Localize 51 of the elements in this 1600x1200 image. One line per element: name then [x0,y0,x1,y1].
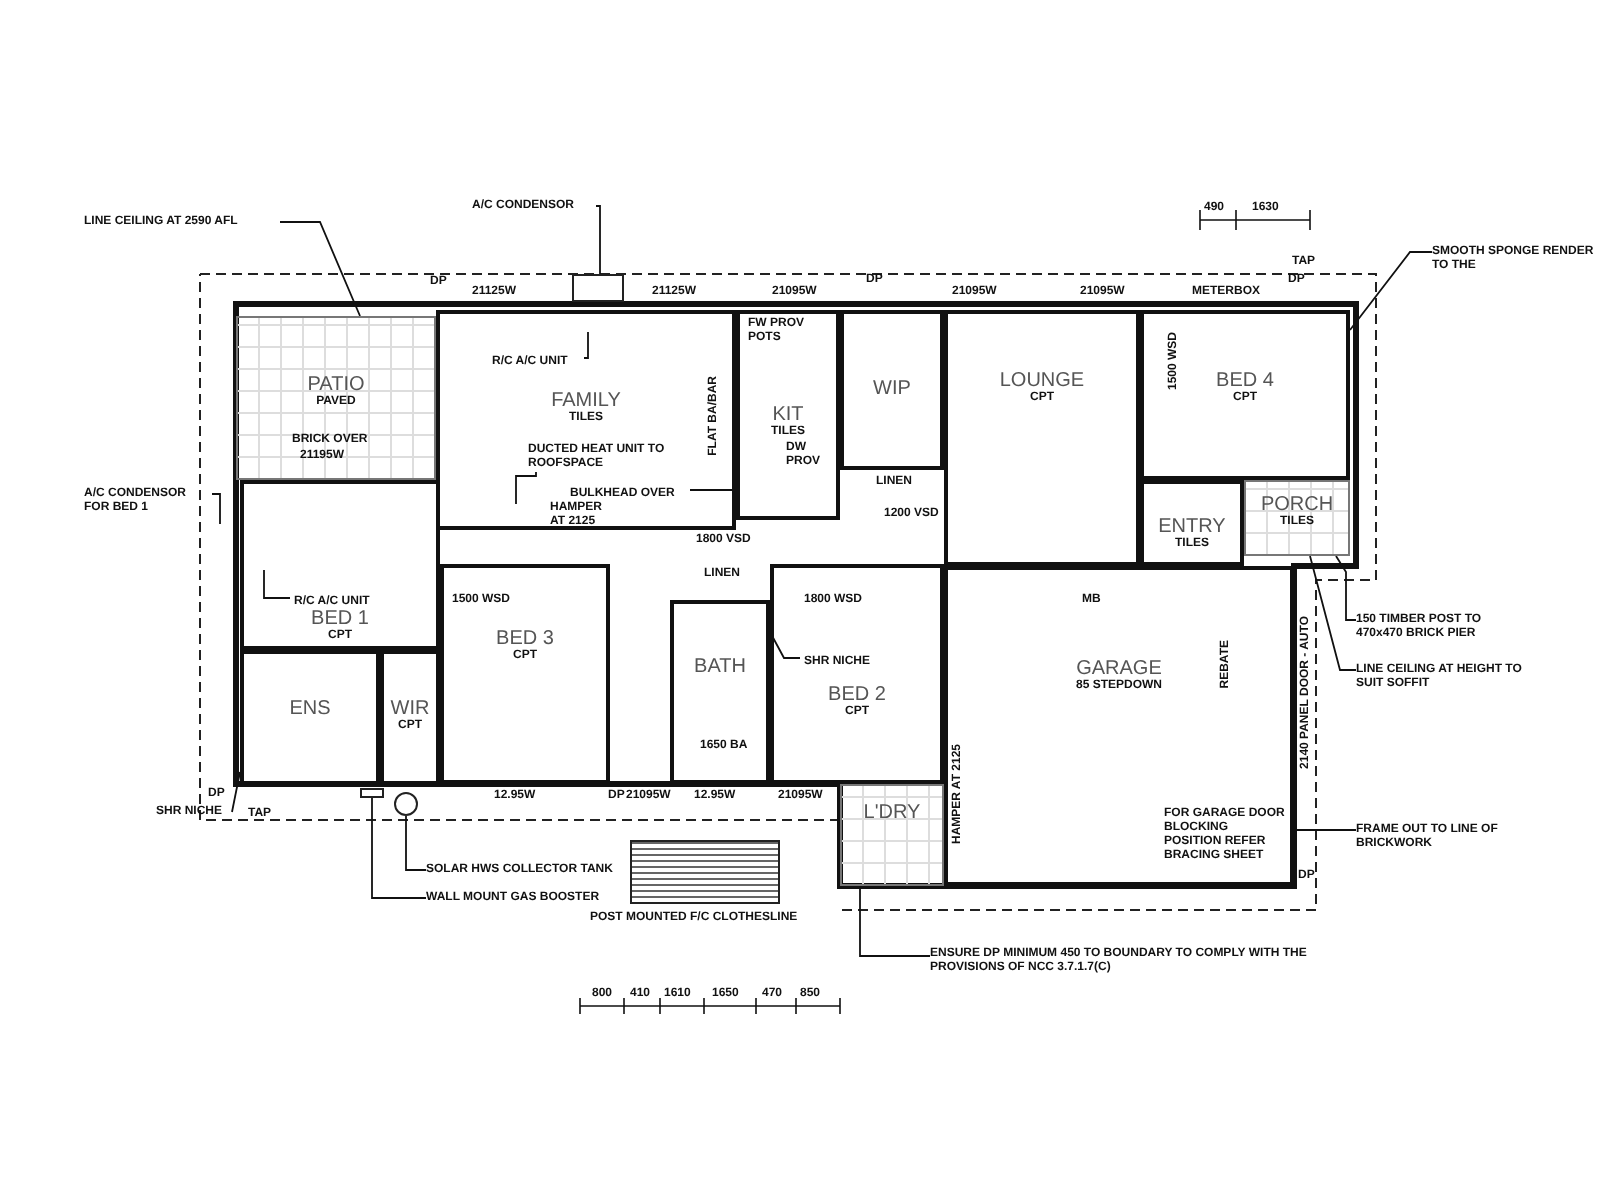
condenser-unit [572,274,624,302]
room [770,564,944,784]
room [736,310,840,520]
room [436,310,736,530]
room-name: KIT [772,404,804,426]
room [440,564,610,784]
room-name: FAMILY [551,390,621,412]
room-name: PORCH [1260,494,1334,516]
room-name: BED 4 [1216,370,1274,392]
room-name: ENTRY [1158,516,1226,538]
room-name: WIP [873,378,911,400]
room-name: BED 3 [496,628,554,650]
leader-line [1349,251,1433,331]
room-name: BATH [694,656,746,678]
room-name: LOUNGE [999,370,1085,392]
gas-booster [360,788,384,798]
paved-area [236,316,436,480]
paved-area [840,784,944,886]
leader-line [1335,555,1357,621]
leader-line [1293,829,1357,831]
room-name: GARAGE [1076,658,1162,680]
room [240,650,380,786]
leader-line [279,221,361,317]
leader-line [405,815,427,871]
room [670,600,770,784]
leader-line [211,493,221,525]
room-name: BED 1 [311,608,369,630]
room [240,480,440,650]
leader-line [689,489,737,491]
room-name: BED 2 [828,684,886,706]
room-name: WIR [390,698,430,720]
room-name: PATIO [307,374,365,396]
clothesline-drawing [630,840,780,904]
paved-area [1244,480,1350,556]
room-name: ENS [289,698,331,720]
room [840,310,944,470]
room-name: L'DRY [863,802,921,824]
leader-line [231,771,241,813]
leader-line [515,471,537,505]
leader-line [595,205,601,275]
leader-line [371,797,427,899]
room [1140,310,1350,480]
leader-line [583,331,589,359]
room [380,650,440,786]
room [944,566,1294,886]
room [1140,480,1244,566]
leader-line [263,569,291,599]
water-tank [394,792,418,816]
leader-line [859,885,931,957]
room [944,310,1140,566]
leader-line [1309,555,1357,671]
